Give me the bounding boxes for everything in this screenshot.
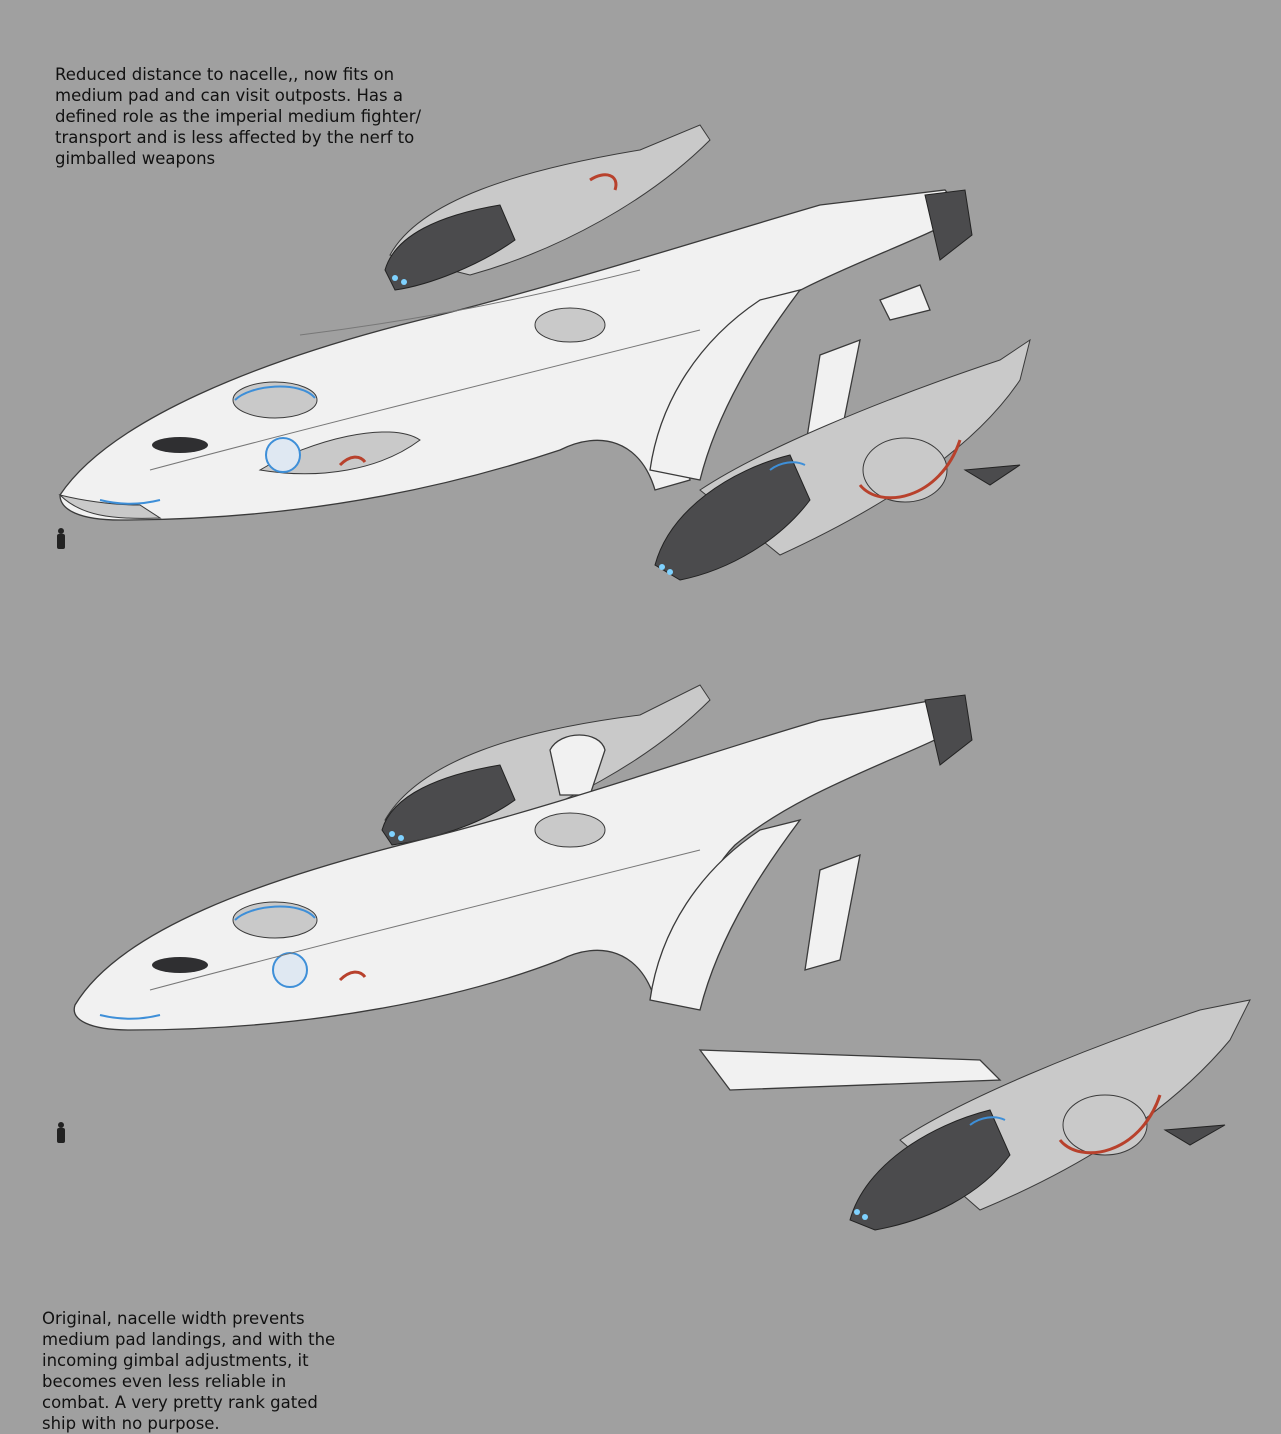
main-hull <box>73 694 973 1031</box>
scale-human-figure <box>57 1122 65 1143</box>
scale-human-figure <box>57 528 65 549</box>
panel-original-ship: Original, nacelle width prevents medium … <box>0 620 1281 1433</box>
caption-original: Original, nacelle width prevents medium … <box>42 1309 336 1433</box>
ship-illustration-original <box>57 684 1251 1231</box>
lower-nacelle <box>654 284 1031 581</box>
upper-nacelle <box>381 684 711 846</box>
panel-modified-ship: Reduced distance to nacelle,, now fits o… <box>0 0 1281 620</box>
main-hull <box>58 189 973 521</box>
lower-nacelle <box>698 853 1251 1231</box>
ship-illustration-modified <box>57 124 1031 581</box>
upper-nacelle <box>384 124 711 291</box>
caption-modified: Reduced distance to nacelle,, now fits o… <box>55 65 422 168</box>
